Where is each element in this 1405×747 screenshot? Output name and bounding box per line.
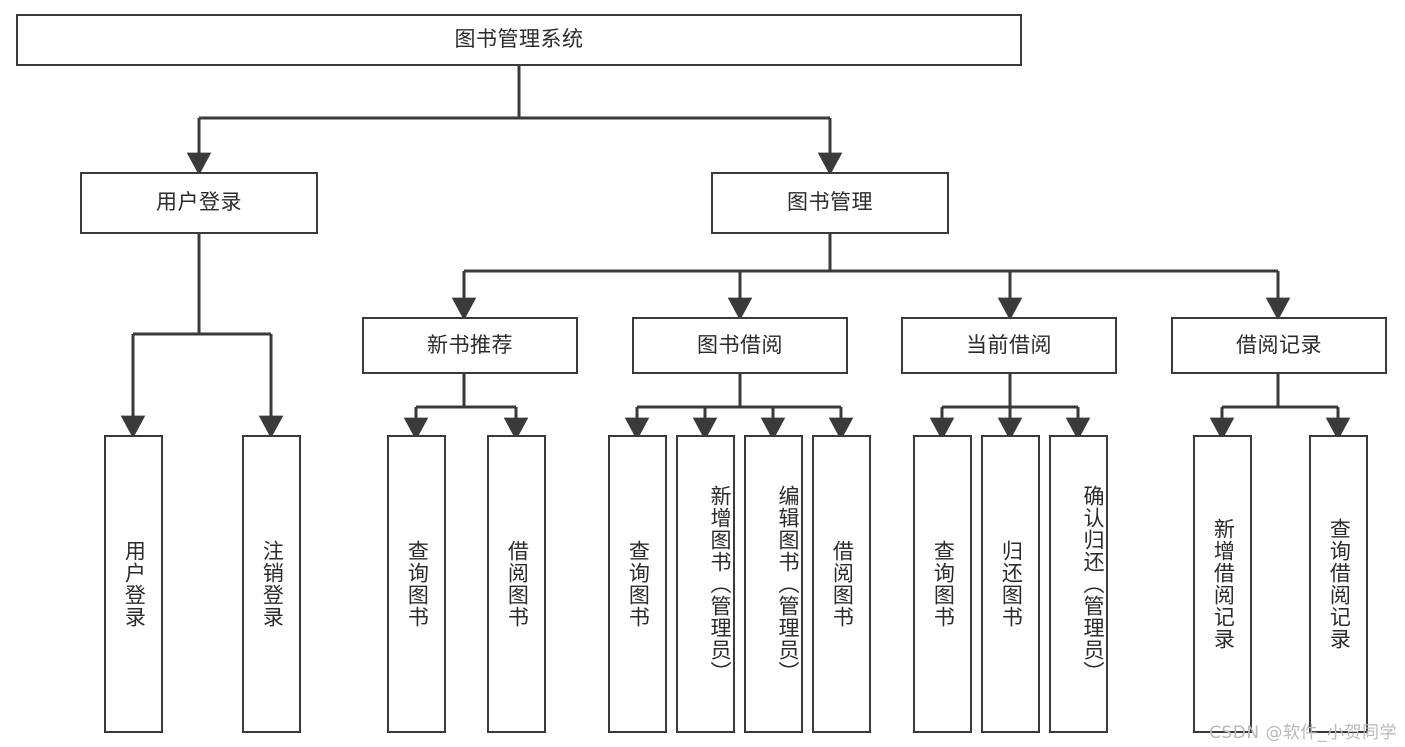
node-book-management-label: 图书管理 [787,190,873,215]
node-leaf-add-borrow-record[interactable]: 新增借阅记录 [1193,435,1252,733]
node-borrow-record-label: 借阅记录 [1236,332,1322,357]
node-leaf-edit-book-admin[interactable]: 编辑图书（管理员） [744,435,803,733]
node-leaf-logout[interactable]: 注销登录 [242,435,301,733]
node-user-login-label: 用户登录 [156,190,242,215]
node-leaf-return-book-label: 归还图书 [999,540,1024,628]
node-leaf-new-book-query[interactable]: 查询图书 [387,435,446,733]
node-current-borrow-label: 当前借阅 [966,332,1052,357]
node-leaf-user-login-label: 用户登录 [122,540,147,628]
node-leaf-new-book-query-label: 查询图书 [405,540,430,628]
node-leaf-logout-label: 注销登录 [260,540,285,628]
node-borrow-record[interactable]: 借阅记录 [1171,317,1387,374]
node-leaf-return-book[interactable]: 归还图书 [981,435,1040,733]
node-leaf-confirm-return-admin[interactable]: 确认归还（管理员） [1049,435,1108,733]
node-leaf-borrow-book-label: 借阅图书 [830,540,855,628]
node-leaf-edit-book-admin-label: 编辑图书（管理员） [776,485,800,683]
node-book-management[interactable]: 图书管理 [711,172,949,234]
node-leaf-new-book-borrow[interactable]: 借阅图书 [487,435,546,733]
node-leaf-current-query-book-label: 查询图书 [931,540,956,628]
node-leaf-borrow-query-book-label: 查询图书 [626,540,651,628]
node-leaf-query-borrow-record[interactable]: 查询借阅记录 [1309,435,1368,733]
node-current-borrow[interactable]: 当前借阅 [901,317,1117,374]
node-new-book-recommend[interactable]: 新书推荐 [362,317,578,374]
node-leaf-add-book-admin-label: 新增图书（管理员） [708,485,732,683]
node-user-login[interactable]: 用户登录 [80,172,318,234]
node-leaf-new-book-borrow-label: 借阅图书 [505,540,530,628]
node-leaf-current-query-book[interactable]: 查询图书 [913,435,972,733]
node-leaf-add-borrow-record-label: 新增借阅记录 [1211,518,1236,650]
node-root-book-management-system[interactable]: 图书管理系统 [16,14,1022,66]
node-leaf-add-book-admin[interactable]: 新增图书（管理员） [676,435,735,733]
node-new-book-recommend-label: 新书推荐 [427,332,513,357]
node-book-borrow-label: 图书借阅 [697,332,783,357]
node-leaf-confirm-return-admin-label: 确认归还（管理员） [1081,485,1105,683]
node-book-borrow[interactable]: 图书借阅 [632,317,848,374]
node-leaf-query-borrow-record-label: 查询借阅记录 [1327,518,1352,650]
node-root-label: 图书管理系统 [454,27,584,52]
node-leaf-borrow-query-book[interactable]: 查询图书 [608,435,667,733]
node-leaf-user-login[interactable]: 用户登录 [104,435,163,733]
node-leaf-borrow-book[interactable]: 借阅图书 [812,435,871,733]
